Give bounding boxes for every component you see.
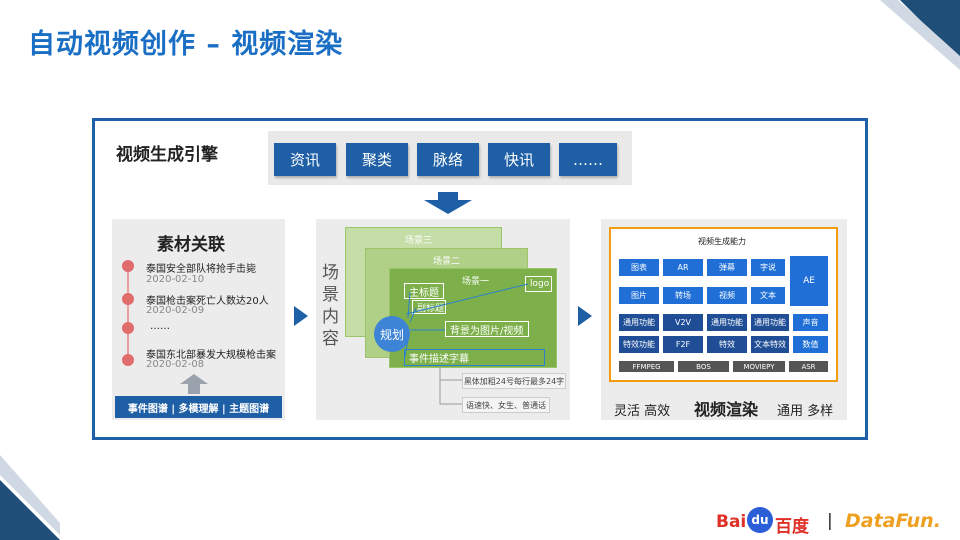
baidu-logo-prefix: Bai — [716, 512, 747, 532]
cap-general-function: 通用功能 — [751, 314, 789, 331]
cap-text-effect: 文本特效 — [751, 336, 789, 353]
page-title: 自动视频创作 – 视频渲染 — [28, 29, 344, 60]
render-bottom-main: 视频渲染 — [694, 400, 759, 419]
connector-lines — [404, 283, 529, 405]
tag-news: 资讯 — [274, 143, 336, 176]
caption-box: 事件描述字幕 — [404, 349, 545, 366]
baidu-paw-icon: du — [747, 507, 773, 533]
cap-v2v: V2V — [663, 314, 703, 331]
cap-text: 文本 — [751, 287, 785, 304]
down-arrow-icon — [424, 192, 472, 214]
cap-effect-function: 特效功能 — [619, 336, 659, 353]
engine-title: 视频生成引擎 — [116, 145, 218, 165]
cap-sound: 声音 — [793, 314, 828, 331]
cap-image: 图片 — [619, 287, 659, 304]
material-bar: 事件图谱 | 多模理解 | 主题图谱 — [115, 396, 282, 418]
render-bottom-right: 通用 多样 — [777, 404, 834, 419]
render-bottom-left: 灵活 高效 — [614, 404, 671, 419]
background-box: 背景为图片/视频 — [445, 321, 529, 337]
cap-ffmpeg: FFMPEG — [619, 361, 674, 372]
event-date: 2020-02-10 — [146, 274, 205, 285]
cap-effect: 特效 — [707, 336, 747, 353]
cap-general-function: 通用功能 — [707, 314, 747, 331]
right-arrow-icon — [294, 306, 308, 326]
event-text: 泰国安全部队将抢手击毙 — [146, 264, 256, 275]
cap-asr: ASR — [789, 361, 828, 372]
corner-decoration-top-right — [880, 0, 960, 70]
tag-cluster: 聚类 — [346, 143, 408, 176]
font-note-box: 黑体加粗24号每行最多24字 — [462, 373, 566, 389]
event-date: 2020-02-08 — [146, 359, 205, 370]
tag-flash: 快讯 — [488, 143, 550, 176]
corner-decoration-bottom-left — [0, 455, 60, 540]
scene-side-label: 场景内容 — [322, 263, 339, 349]
cap-moviepy: MOVIEPY — [733, 361, 785, 372]
cap-video: 视频 — [707, 287, 747, 304]
cap-value: 数值 — [793, 336, 828, 353]
cap-general-function: 通用功能 — [619, 314, 659, 331]
cap-transition: 转场 — [663, 287, 703, 304]
cap-ae: AE — [790, 256, 828, 306]
tag-more: …… — [559, 143, 617, 176]
baidu-logo-text: 百度 — [775, 517, 809, 537]
tag-context: 脉络 — [417, 143, 479, 176]
capability-title: 视频生成能力 — [698, 237, 746, 246]
event-ellipsis: …… — [150, 321, 170, 332]
main-title-box: 主标题 — [404, 283, 444, 299]
timeline-dot — [122, 260, 134, 272]
footer-separator: | — [827, 511, 833, 531]
up-arrow-icon — [180, 374, 208, 394]
cap-f2f: F2F — [663, 336, 703, 353]
event-text: 泰国东北部暴发大规模枪击案 — [146, 350, 276, 361]
timeline-dot — [122, 322, 134, 334]
cap-subtitle: 字说 — [751, 259, 785, 276]
event-text: 泰国枪击案死亡人数达20人 — [146, 296, 269, 307]
scene-label: 场景三 — [405, 236, 433, 246]
right-arrow-icon — [578, 306, 592, 326]
event-date: 2020-02-09 — [146, 305, 205, 316]
timeline-dot — [122, 354, 134, 366]
scene-label: 场景一 — [462, 277, 490, 287]
plan-circle: 规划 — [374, 316, 410, 352]
material-title: 素材关联 — [157, 235, 225, 255]
logo-box: logo — [525, 276, 552, 292]
datafun-logo: DataFun. — [845, 510, 941, 532]
timeline-dot — [122, 293, 134, 305]
voice-note-box: 语速快、女生、普通话 — [462, 397, 550, 413]
cap-danmaku: 弹幕 — [707, 259, 747, 276]
cap-chart: 图表 — [619, 259, 659, 276]
scene-label: 场景二 — [433, 257, 461, 267]
cap-bos: BOS — [678, 361, 729, 372]
timeline-line — [127, 267, 129, 365]
cap-ar: AR — [663, 259, 703, 276]
